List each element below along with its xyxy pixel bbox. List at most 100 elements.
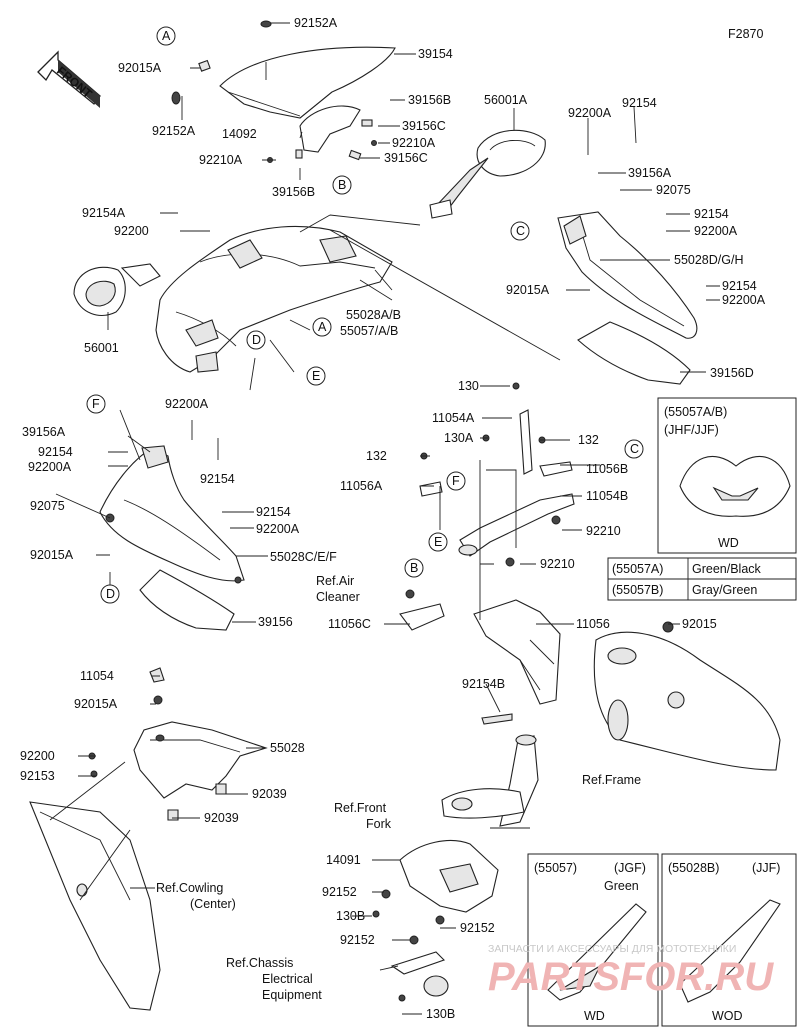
label-92153: 92153 [20, 769, 55, 783]
center-cowling-drawing [29, 801, 161, 1011]
label-92152-right: 92152 [460, 921, 495, 935]
label-132-right: 132 [578, 433, 599, 447]
frame-drawing [593, 621, 781, 771]
label-39156d: 39156D [710, 366, 754, 380]
headlight-56001-drawing [73, 263, 161, 316]
label-55028ab: 55028A/B [346, 308, 401, 322]
callout-d-cowl: D [252, 333, 261, 347]
callout-c-cowl: C [516, 224, 525, 238]
label-39154: 39154 [418, 47, 453, 61]
label-55028cef: 55028C/E/F [270, 550, 337, 564]
label-92154-right: 92154 [694, 207, 729, 221]
label-92154-top: 92154 [622, 96, 657, 110]
front-label: FRONT [54, 64, 95, 102]
label-92210-mid: 92210 [540, 557, 575, 571]
color-table: (55057A) Green/Black (55057B) Gray/Green [607, 557, 797, 601]
inset-55057-color: Green [604, 879, 639, 893]
chassis-electrical-drawing [390, 951, 449, 1002]
front-direction-arrow-icon: FRONT [37, 50, 101, 108]
leader-lines [49, 22, 720, 1015]
inner-panel-39156d-drawing [577, 321, 691, 385]
front-fork-drawing [441, 734, 539, 827]
label-55028dgh: 55028D/G/H [674, 253, 743, 267]
inset-55057-jgf-box: (55057) (JGF) Green WD [527, 853, 659, 1027]
label-39156a: 39156A [628, 166, 672, 180]
ref-front-fork-line1: Ref.Front [334, 801, 387, 815]
inset-55028b-variant: (JJF) [752, 861, 780, 875]
inset-55057ab-box: (55057A/B) (JHF/JJF) WD [657, 397, 797, 554]
label-92154a: 92154A [82, 206, 126, 220]
ref-chassis-line1: Ref.Chassis [226, 956, 293, 970]
label-39156c: 39156C [402, 119, 446, 133]
label-130b-bottom: 130B [426, 1007, 455, 1021]
side-cowl-55028dgh-drawing [557, 211, 698, 339]
color-name-55057a: Green/Black [692, 562, 762, 576]
watermark-logo-text: PARTSFOR.RU [488, 955, 774, 999]
label-92015: 92015 [682, 617, 717, 631]
figure-code: F2870 [728, 27, 763, 41]
callout-d-side: D [106, 587, 115, 601]
inner-panel-39156-drawing [139, 569, 235, 631]
callout-e-bracket: E [434, 535, 442, 549]
watermark: ЗАПЧАСТИ И АКСЕССУАРЫ ДЛЯ МОТОТЕХНИКИ PA… [488, 943, 774, 999]
inset-55057ab-title: (55057A/B) [664, 405, 727, 419]
callout-circles: A A B B C C D D E E F F [86, 26, 644, 604]
callout-a-top: A [162, 29, 171, 43]
callout-b-top: B [338, 178, 346, 192]
callout-f-side: F [92, 397, 100, 411]
watermark-small-text: ЗАПЧАСТИ И АКСЕССУАРЫ ДЛЯ МОТОТЕХНИКИ [488, 943, 736, 955]
label-55057ab: 55057/A/B [340, 324, 398, 338]
mirror-56001a-drawing [429, 129, 546, 219]
label-11054: 11054 [80, 669, 114, 683]
label-11056b: 11056B [586, 462, 628, 476]
side-cowl-55028cef-drawing [99, 445, 245, 584]
color-code-55057a: (55057A) [612, 562, 663, 576]
label-92152-lower: 92152 [340, 933, 375, 947]
ref-cowling-line1: Ref.Cowling [156, 881, 223, 895]
inset-55028b-caption: WOD [712, 1009, 743, 1023]
label-92075: 92075 [656, 183, 691, 197]
upper-cowl-assembly-drawing [155, 225, 393, 373]
ref-air-cleaner-line1: Ref.Air [316, 574, 354, 588]
ref-air-cleaner-line2: Cleaner [316, 590, 360, 604]
label-92154b: 92154B [462, 677, 505, 691]
label-39156a-left: 39156A [22, 425, 66, 439]
label-92152a-top: 92152A [294, 16, 338, 30]
label-92154-left: 92154 [38, 445, 73, 459]
label-56001: 56001 [84, 341, 119, 355]
callout-e-cowl: E [312, 369, 320, 383]
label-14092: 14092 [222, 127, 257, 141]
part-number-labels: 92152A 39154 92015A 92152A 39156B 14092 … [20, 16, 766, 1021]
ref-front-fork-line2: Fork [366, 817, 392, 831]
label-39156b: 39156B [408, 93, 451, 107]
label-92210-right: 92210 [586, 524, 621, 538]
label-92039-left: 92039 [204, 811, 239, 825]
label-132-left: 132 [366, 449, 387, 463]
inset-55057-caption: WD [584, 1009, 605, 1023]
label-14091: 14091 [326, 853, 361, 867]
label-92200a-right: 92200A [694, 224, 738, 238]
label-92154-left-mid: 92154 [200, 472, 235, 486]
label-92200a-left-top: 92200A [165, 397, 209, 411]
label-11056a: 11056A [340, 479, 383, 493]
label-11054b: 11054B [586, 489, 628, 503]
label-92154-left-lower: 92154 [256, 505, 291, 519]
color-code-55057b: (55057B) [612, 583, 663, 597]
inset-55057-variant: (JGF) [614, 861, 646, 875]
ref-chassis-line3: Equipment [262, 988, 322, 1002]
reference-labels: Ref.Air Cleaner Ref.Frame Ref.Front Fork… [156, 574, 641, 1002]
label-130a: 130A [444, 431, 474, 445]
callout-f-bracket: F [452, 474, 460, 488]
label-92015a-right: 92015A [506, 283, 550, 297]
ref-chassis-line2: Electrical [262, 972, 313, 986]
label-92200-lower: 92200 [20, 749, 55, 763]
callout-c-bracket: C [630, 442, 639, 456]
label-130b-left: 130B [336, 909, 365, 923]
label-92200a-right-lower: 92200A [722, 293, 766, 307]
inset-55028b-jjf-box: (55028B) (JJF) WOD [661, 853, 797, 1027]
label-92154-right-lower: 92154 [722, 279, 757, 293]
ref-cowling-line2: (Center) [190, 897, 236, 911]
inset-55057ab-subtitle: (JHF/JJF) [664, 423, 719, 437]
ref-frame: Ref.Frame [582, 773, 641, 787]
